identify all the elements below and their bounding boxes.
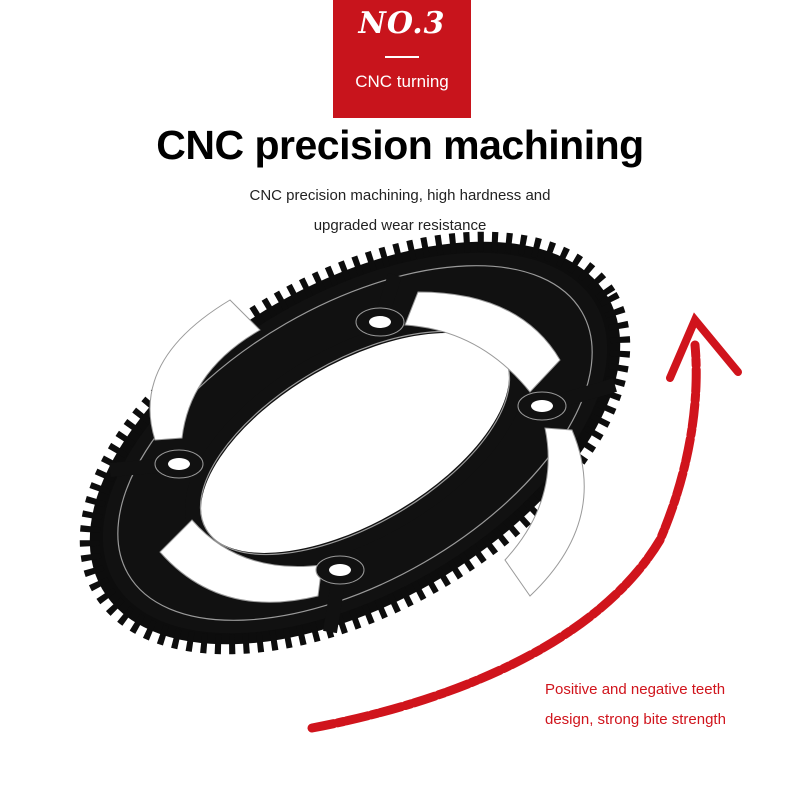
badge-subtitle: CNC turning: [355, 72, 449, 91]
chainring-illustration: [79, 231, 631, 655]
headline: CNC precision machining: [156, 122, 644, 168]
badge-number: NO.3: [358, 6, 446, 41]
description-line-1: CNC precision machining, high hardness a…: [249, 187, 551, 204]
description-line-2: upgraded wear resistance: [313, 217, 487, 234]
callout-line-2: design, strong bite strength: [545, 711, 726, 728]
red-curved-arrow: [307, 312, 742, 733]
badge-divider: [385, 56, 419, 58]
badge: NO.3 CNC turning: [333, 0, 471, 118]
callout-line-1: Positive and negative teeth: [545, 681, 726, 698]
